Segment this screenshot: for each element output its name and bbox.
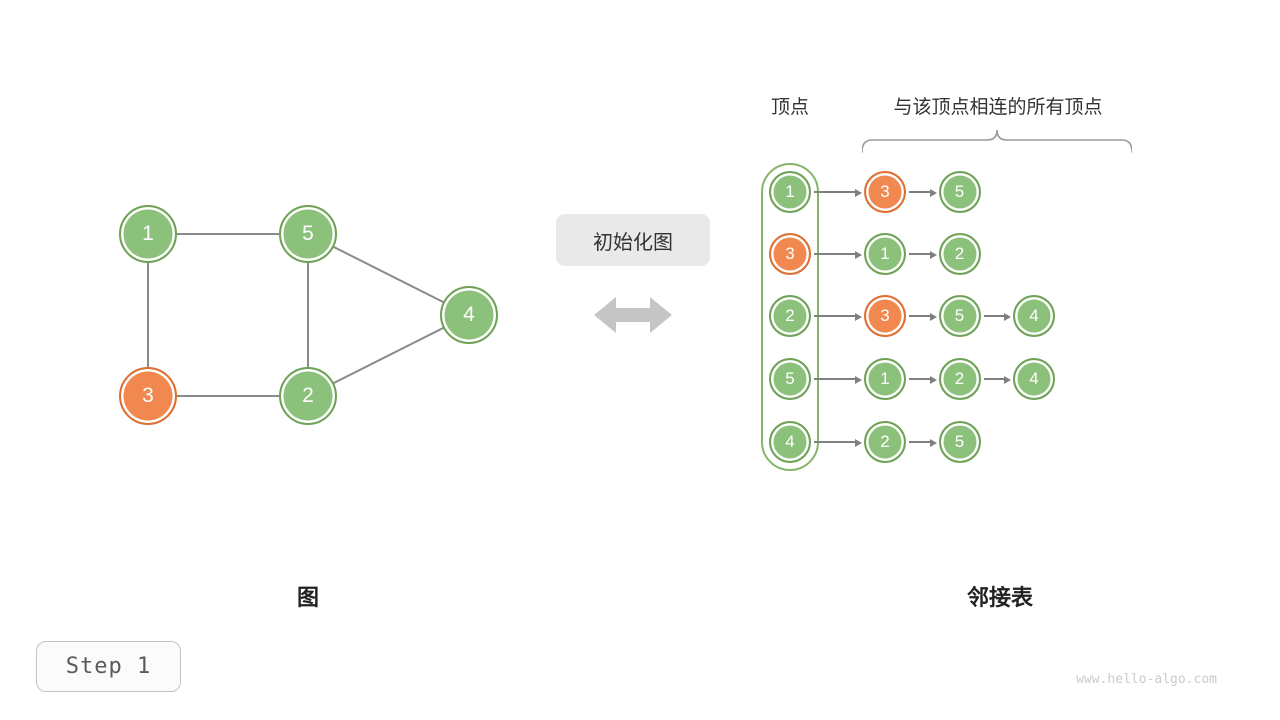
adjacency-head-node-4: 4 bbox=[769, 421, 811, 463]
step-badge-label: Step 1 bbox=[65, 654, 152, 679]
adjacency-neighbor-node-5: 5 bbox=[938, 421, 981, 463]
adjacency-head-node-3: 3 bbox=[769, 233, 811, 275]
adjacency-neighbor-node-5: 5 bbox=[938, 295, 981, 337]
adjacency-neighbor-node-1: 1 bbox=[864, 358, 906, 400]
vertex-column-header: 顶点 bbox=[770, 97, 809, 118]
step-badge: Step 1 bbox=[36, 641, 181, 692]
graph-edge-2-4 bbox=[307, 314, 470, 397]
init-graph-label-box: 初始化图 bbox=[556, 214, 710, 266]
adjacency-neighbor-node-2: 2 bbox=[864, 421, 906, 463]
graph-node-1: 1 bbox=[119, 205, 177, 263]
graph-node-4: 4 bbox=[440, 286, 498, 344]
graph-node-3: 3 bbox=[119, 367, 177, 425]
init-graph-label: 初始化图 bbox=[593, 231, 673, 254]
graph-node-2: 2 bbox=[279, 367, 337, 425]
link-arrow-icon bbox=[814, 313, 862, 321]
link-arrow-icon bbox=[814, 251, 862, 259]
adjacency-neighbor-node-4: 4 bbox=[1013, 358, 1055, 400]
adjacency-neighbor-node-3: 3 bbox=[864, 171, 906, 213]
graph-caption: 图 bbox=[296, 585, 319, 610]
adjacency-neighbor-node-1: 1 bbox=[864, 233, 906, 275]
link-arrow-icon bbox=[909, 189, 936, 197]
link-arrow-icon bbox=[814, 439, 862, 447]
link-arrow-icon bbox=[909, 376, 936, 384]
adjacency-neighbor-node-2: 2 bbox=[938, 233, 981, 275]
link-arrow-icon bbox=[909, 313, 936, 321]
adjacency-neighbor-node-3: 3 bbox=[864, 295, 906, 337]
adjacency-head-node-5: 5 bbox=[769, 358, 811, 400]
link-arrow-icon bbox=[909, 251, 936, 259]
link-arrow-icon bbox=[983, 313, 1011, 321]
neighbors-header: 与该顶点相连的所有顶点 bbox=[893, 97, 1103, 118]
adjacency-caption: 邻接表 bbox=[966, 585, 1033, 610]
vertex-column-outline bbox=[761, 163, 819, 471]
brace-icon bbox=[862, 130, 1132, 153]
bidirectional-arrow-icon bbox=[594, 297, 672, 333]
watermark: www.hello-algo.com bbox=[1076, 672, 1217, 687]
adjacency-neighbor-node-2: 2 bbox=[938, 358, 981, 400]
graph-node-5: 5 bbox=[279, 205, 337, 263]
adjacency-neighbor-node-5: 5 bbox=[938, 171, 981, 213]
link-arrow-icon bbox=[814, 189, 862, 197]
adjacency-head-node-2: 2 bbox=[769, 295, 811, 337]
link-arrow-icon bbox=[814, 376, 862, 384]
link-arrow-icon bbox=[983, 376, 1011, 384]
link-arrow-icon bbox=[909, 439, 936, 447]
adjacency-neighbor-node-4: 4 bbox=[1013, 295, 1055, 337]
adjacency-head-node-1: 1 bbox=[769, 171, 811, 213]
